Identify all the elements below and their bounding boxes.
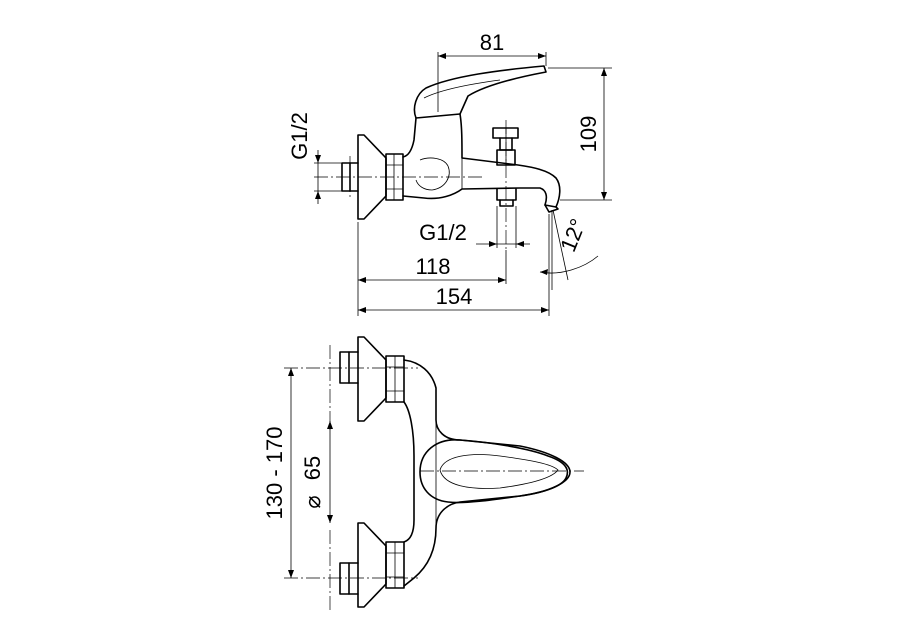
dim-angle-label: 12°	[555, 215, 591, 255]
dim-thread-bottom: G1/2	[419, 206, 530, 248]
dim-total: 154	[358, 214, 550, 316]
top-flange-upper	[357, 336, 387, 422]
dim-diameter: 65 ⌀	[300, 421, 333, 523]
top-handle	[419, 439, 569, 504]
dim-spout-reach-label: 81	[480, 30, 504, 55]
side-outlet	[496, 188, 517, 201]
dim-centers-label: 130 - 170	[262, 427, 287, 520]
top-body	[403, 359, 571, 587]
dim-thread-left: G1/2	[287, 112, 342, 204]
dim-height-label: 109	[576, 116, 601, 153]
side-view: G1/2 81 109 G1/2	[287, 30, 612, 316]
dim-diameter-label: 65	[300, 456, 325, 480]
diameter-symbol: ⌀	[300, 495, 325, 508]
dim-thread-left-label: G1/2	[287, 112, 312, 160]
dim-thread-bottom-label: G1/2	[419, 220, 467, 245]
dim-total-label: 154	[436, 284, 473, 309]
dim-height: 109	[548, 67, 612, 201]
dim-centers: 130 - 170	[262, 368, 294, 578]
diverter-knob	[492, 127, 519, 166]
top-view: 130 - 170 65 ⌀	[262, 336, 584, 610]
top-flange-lower	[357, 522, 387, 608]
dim-spout-reach: 81	[437, 30, 547, 112]
side-lever	[413, 65, 547, 119]
side-nut	[385, 153, 404, 201]
dim-outlet: 118	[357, 222, 507, 316]
dim-outlet-label: 118	[415, 254, 450, 279]
side-mixer-body	[402, 113, 561, 208]
